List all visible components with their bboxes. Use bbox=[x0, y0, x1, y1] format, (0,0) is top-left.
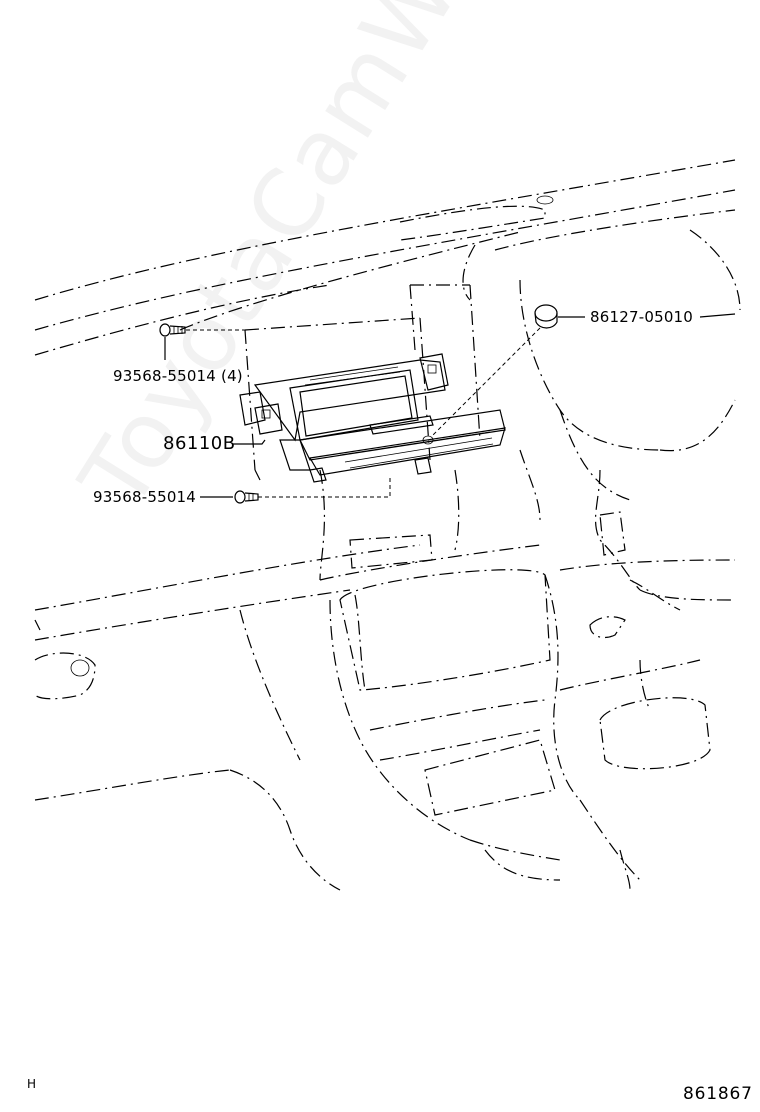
corner-mark: H bbox=[27, 1077, 37, 1091]
display-unit-drawing bbox=[239, 353, 506, 483]
diagram-number: 861867 bbox=[683, 1084, 753, 1104]
cap-drawing bbox=[431, 304, 736, 437]
part-label-cap: 86127-05010 bbox=[590, 308, 694, 326]
part-label-screw-upper: 93568-55014 (4) bbox=[113, 367, 243, 385]
part-label-display-unit: 86110B bbox=[163, 433, 236, 454]
display-unit-leader bbox=[233, 439, 266, 445]
dashboard-outline bbox=[34, 159, 741, 891]
upper-screw-drawing bbox=[159, 323, 245, 360]
lower-screw-drawing bbox=[200, 475, 391, 504]
part-label-screw-lower: 93568-55014 bbox=[93, 488, 197, 506]
mounting-phantom-lines bbox=[244, 284, 481, 481]
